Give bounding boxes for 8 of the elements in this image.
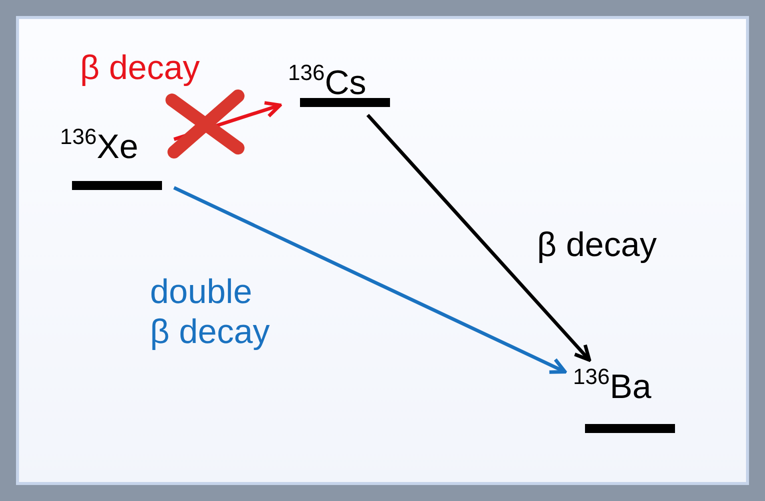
edge-label: double β decay bbox=[150, 272, 271, 352]
edge-label: β decay bbox=[537, 225, 657, 265]
edge-label: β decay bbox=[80, 48, 200, 88]
nuclide-label: $^{136}$Ba bbox=[573, 368, 652, 406]
arrow bbox=[366, 114, 592, 362]
nuclide-label: $^{136}$Cs bbox=[288, 64, 366, 102]
nuclide-label: $^{136}$Xe bbox=[60, 128, 138, 166]
arrow bbox=[173, 186, 567, 374]
